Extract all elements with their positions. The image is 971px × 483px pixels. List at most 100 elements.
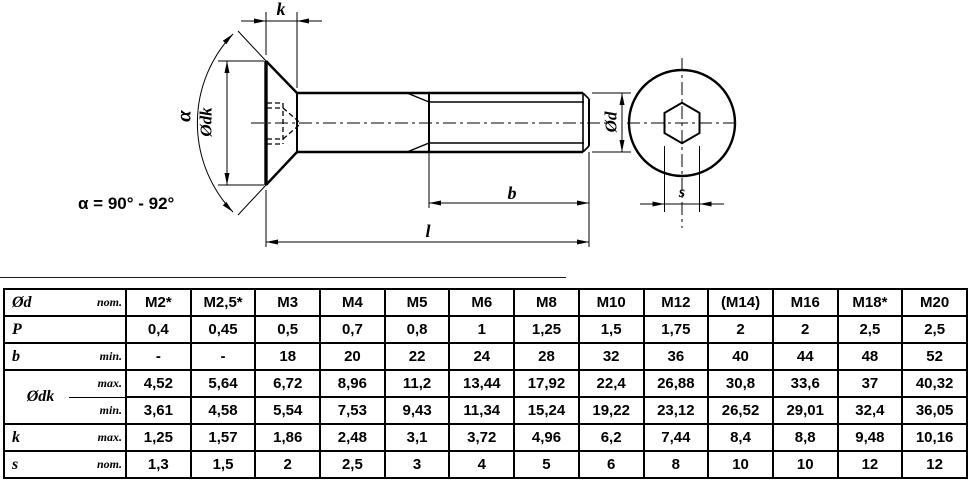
cell: 6: [577, 450, 645, 479]
row-label-b: b min.: [3, 342, 127, 371]
cell: 20: [319, 342, 386, 371]
cell: 18: [254, 342, 322, 371]
cell: 1: [448, 315, 516, 344]
alpha-dim-label: α: [171, 110, 196, 122]
cell: 7,53: [319, 396, 386, 425]
cell: 52: [901, 342, 968, 371]
cell: 29,01: [771, 396, 839, 425]
cell: 48: [836, 342, 904, 371]
alpha-angle-note: α = 90° - 92°: [78, 194, 175, 213]
col-header: M3: [254, 288, 322, 317]
cell: 8,8: [771, 423, 839, 452]
odk-dimension: [218, 60, 264, 186]
l-dim-label: l: [425, 221, 431, 241]
cell: 37: [836, 369, 904, 398]
odk-dim-label: Ødk: [196, 107, 216, 137]
cell: 17,92: [513, 369, 580, 398]
end-view-center-lines: [627, 58, 738, 228]
cell: 3,1: [383, 423, 451, 452]
cell: 28: [513, 342, 580, 371]
cell: 33,6: [771, 369, 839, 398]
cell: 23,12: [642, 396, 710, 425]
b-dimension: [428, 152, 590, 247]
thread-lines: [406, 92, 584, 153]
row-label-p: P: [3, 315, 127, 344]
col-header: M2*: [125, 288, 192, 317]
cell: 3: [383, 450, 451, 479]
dimension-table: Ød nom. M2* M2,5* M3 M4 M5 M6 M8 M10 M12…: [3, 288, 968, 479]
cell: 12: [901, 450, 968, 479]
cell: 12: [836, 450, 904, 479]
k-dimension: [241, 12, 322, 88]
cell: 19,22: [577, 396, 645, 425]
col-header: (M14): [707, 288, 774, 317]
row-label-odk: Ødk max. min.: [3, 369, 127, 425]
alpha-angle-arc: [196, 30, 267, 216]
cell: 4: [448, 450, 516, 479]
cell: 40,32: [901, 369, 968, 398]
cell: 24: [448, 342, 516, 371]
cell: 7,44: [642, 423, 710, 452]
cell: 10,16: [901, 423, 968, 452]
cell: 26,88: [642, 369, 710, 398]
table-header-row: Ød nom. M2* M2,5* M3 M4 M5 M6 M8 M10 M12…: [3, 288, 968, 317]
cell: 0,4: [125, 315, 192, 344]
col-header: M16: [771, 288, 839, 317]
countersunk-head-outline: [264, 60, 298, 186]
socket-hexagon: [663, 101, 701, 145]
cell: -: [125, 342, 192, 371]
cell: 40: [707, 342, 774, 371]
k-dim-label: k: [276, 0, 286, 19]
cell: 8,96: [319, 369, 386, 398]
col-header: M4: [319, 288, 386, 317]
col-header: M18*: [836, 288, 904, 317]
table-row-k: k max. 1,25 1,57 1,86 2,48 3,1 3,72 4,96…: [3, 423, 968, 452]
cell: 2: [707, 315, 774, 344]
cell: 32,4: [836, 396, 904, 425]
cell: 32: [577, 342, 645, 371]
table-row-b: b min. - - 18 20 22 24 28 32 36 40 44 48…: [3, 342, 968, 371]
cell: 2,5: [901, 315, 968, 344]
separator-line: [0, 277, 566, 278]
cell: 10: [707, 450, 774, 479]
col-header: M12: [642, 288, 710, 317]
l-dimension: [265, 190, 589, 247]
cell: 1,75: [642, 315, 710, 344]
cell: 9,43: [383, 396, 451, 425]
cell: 5: [513, 450, 580, 479]
col-header: M2,5*: [189, 288, 257, 317]
cell: 1,3: [125, 450, 192, 479]
cell: 22,4: [577, 369, 645, 398]
cell: 4,58: [189, 396, 257, 425]
cell: 36: [642, 342, 710, 371]
cell: 11,2: [383, 369, 451, 398]
row-label-od: Ød nom.: [3, 288, 127, 317]
screw-drawing: [196, 12, 738, 247]
row-label-s: s nom.: [3, 450, 127, 479]
col-header: M20: [901, 288, 968, 317]
cell: 44: [771, 342, 839, 371]
cell: 3,72: [448, 423, 516, 452]
cell: 1,5: [189, 450, 257, 479]
cell: 8,4: [707, 423, 774, 452]
cell: 11,34: [448, 396, 516, 425]
table-row-p: P 0,4 0,45 0,5 0,7 0,8 1 1,25 1,5 1,75 2…: [3, 315, 968, 344]
cell: 15,24: [513, 396, 580, 425]
od-dimension: [592, 92, 631, 153]
cell: 2,48: [319, 423, 386, 452]
cell: 0,8: [383, 315, 451, 344]
col-header: M8: [513, 288, 580, 317]
cell: 0,7: [319, 315, 386, 344]
b-dim-label: b: [507, 183, 517, 203]
cell: 1,5: [577, 315, 645, 344]
cell: 8: [642, 450, 710, 479]
cell: 2: [254, 450, 322, 479]
cell: 10: [771, 450, 839, 479]
od-dim-label: Ød: [601, 111, 621, 133]
cell: 1,57: [189, 423, 257, 452]
cell: 30,8: [707, 369, 774, 398]
col-header: M5: [383, 288, 451, 317]
cell: 2: [771, 315, 839, 344]
cell: 2,5: [836, 315, 904, 344]
